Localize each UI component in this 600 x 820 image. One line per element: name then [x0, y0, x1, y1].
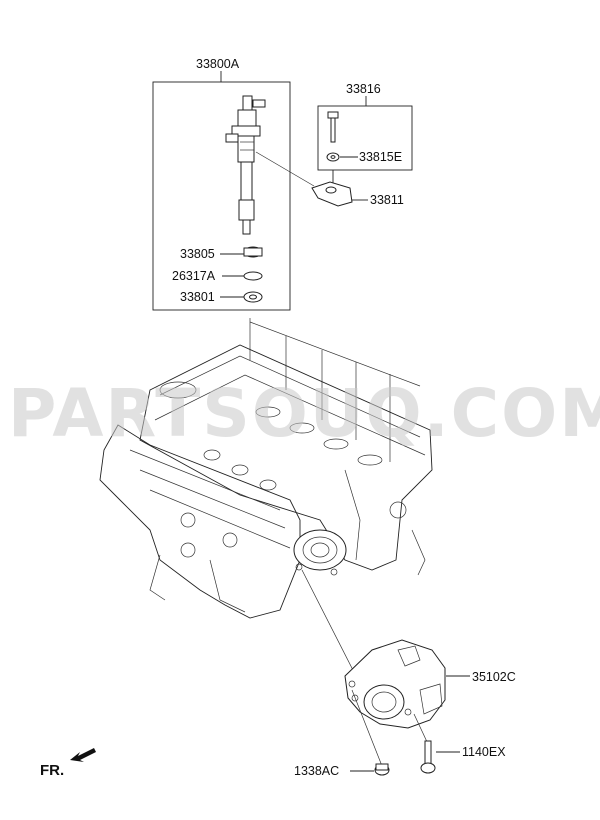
- label-1140EX[interactable]: 1140EX: [462, 745, 506, 759]
- pump-group: 35102C: [301, 569, 516, 729]
- label-33816[interactable]: 33816: [346, 82, 381, 96]
- label-33800A[interactable]: 33800A: [196, 57, 240, 71]
- bolt-1140EX-group: 1140EX: [413, 713, 506, 774]
- gasket-icon: [243, 291, 263, 303]
- bolt-icon: [327, 111, 339, 143]
- bolt-1140EX-icon: [420, 740, 436, 774]
- label-35102C[interactable]: 35102C: [472, 670, 516, 684]
- label-1338AC[interactable]: 1338AC: [294, 764, 339, 778]
- label-33805[interactable]: 33805: [180, 247, 215, 261]
- clamp-bolt-group: 33816 33815E 33811: [255, 82, 413, 207]
- watermark: PARTSOUQ.COM: [8, 375, 600, 452]
- washer-icon: [326, 152, 340, 162]
- arrow-icon: [70, 748, 96, 762]
- nut-1338AC-icon: [374, 763, 390, 776]
- o-ring-icon: [243, 271, 263, 281]
- orientation-label: FR.: [40, 762, 64, 779]
- orientation-indicator: FR.: [40, 748, 96, 779]
- injector-callout-box: [152, 81, 291, 311]
- label-33801[interactable]: 33801: [180, 290, 215, 304]
- clamp-callout-box: [317, 105, 413, 171]
- engine-block-illustration: [99, 318, 433, 619]
- label-33811[interactable]: 33811: [370, 193, 404, 207]
- pump-icon: [344, 639, 446, 729]
- injector-group: 33800A 33805 26317A: [152, 57, 291, 311]
- nut-icon: [243, 246, 263, 258]
- pump-mount-flange: [293, 529, 347, 576]
- label-33815E[interactable]: 33815E: [359, 150, 402, 164]
- injector-icon: [225, 95, 266, 235]
- bolt-1338AC-group: 1338AC: [294, 689, 390, 778]
- label-26317A[interactable]: 26317A: [172, 269, 216, 283]
- clamp-icon: [311, 181, 353, 207]
